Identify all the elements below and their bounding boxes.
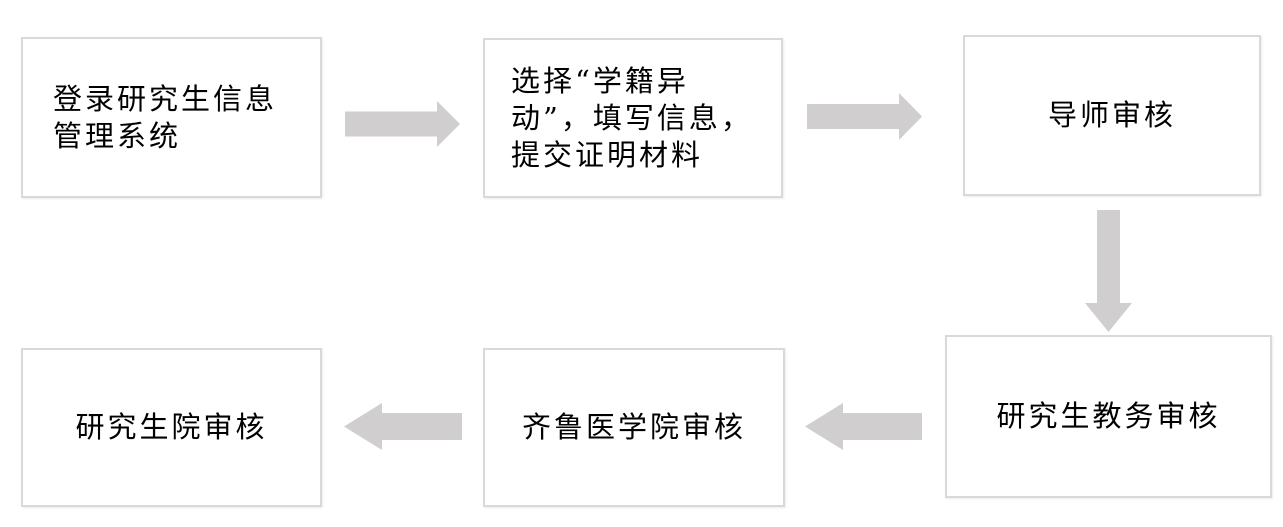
step-label-line: 登录研究生信息 [53,81,278,116]
arrow-left-academic-to-qilu-icon [805,403,922,450]
step-label-line: 研究生院审核 [75,410,268,444]
step-label-line: 提交证明材料 [511,137,704,172]
arrow-right-select-to-supervisor-icon [807,93,922,140]
arrow-right-login-to-select-icon [345,101,460,147]
step-label-line: 齐鲁医学院审核 [521,410,746,444]
step-box-select-apply: 选择“学籍异 动”，填写信息， 提交证明材料 [483,38,783,198]
step-label-line: 导师审核 [1047,98,1176,132]
step-box-supervisor-review: 导师审核 [963,35,1261,196]
step-box-qilu-medical-review: 齐鲁医学院审核 [483,348,785,507]
step-box-login: 登录研究生信息 管理系统 [21,37,322,198]
step-box-academic-affairs-review: 研究生教务审核 [945,335,1272,498]
step-label-line: 动”，填写信息， [511,100,753,135]
arrow-left-qilu-to-graduate-school-icon [344,403,462,450]
step-label-line: 选择“学籍异 [511,63,689,98]
step-label-line: 管理系统 [53,118,182,153]
arrow-down-supervisor-to-academic-icon [1085,210,1132,332]
step-label-line: 研究生教务审核 [996,399,1221,433]
step-box-graduate-school-review: 研究生院审核 [21,348,322,507]
